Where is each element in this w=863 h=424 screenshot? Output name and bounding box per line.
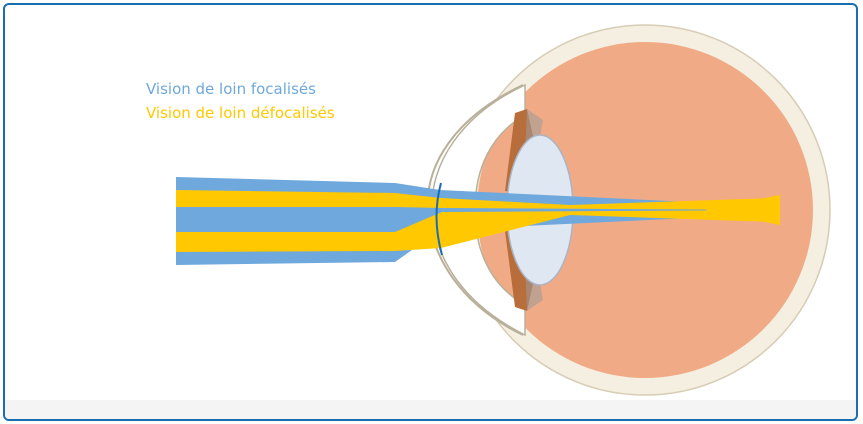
eye-diagram [5,5,856,419]
legend-focused: Vision de loin focalisés [146,77,335,101]
diagram-frame: Vision de loin focalisés Vision de loin … [3,3,858,421]
legend: Vision de loin focalisés Vision de loin … [146,77,335,125]
bottom-strip [5,400,856,419]
legend-defocused: Vision de loin défocalisés [146,101,335,125]
